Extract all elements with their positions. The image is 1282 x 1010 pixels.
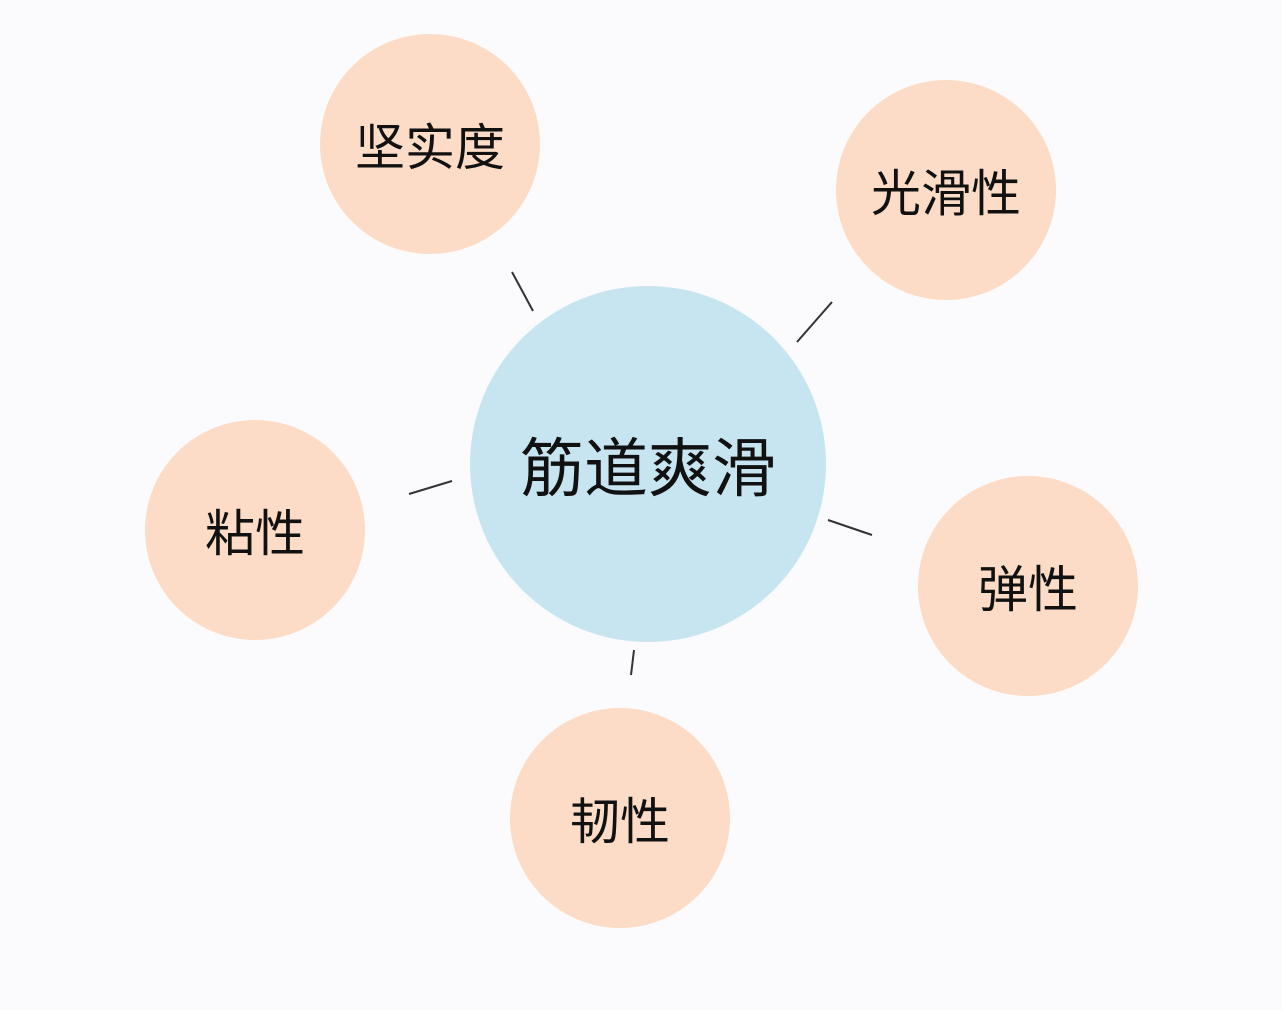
connector-line [408,480,453,495]
node-toughness: 韧性 [510,708,730,928]
node-elasticity: 弹性 [918,476,1138,696]
node-label: 坚实度 [355,119,505,177]
connector-line [511,271,534,312]
node-label: 韧性 [570,793,670,851]
connector-line [630,649,635,676]
connector-line [827,519,873,536]
connector-line [796,301,833,343]
center-node: 筋道爽滑 [470,286,826,642]
node-smoothness: 光滑性 [836,80,1056,300]
node-label: 光滑性 [871,165,1021,223]
node-firmness: 坚实度 [320,34,540,254]
center-node-label: 筋道爽滑 [520,433,776,507]
node-label: 粘性 [205,505,305,563]
node-stickiness: 粘性 [145,420,365,640]
node-label: 弹性 [978,561,1078,619]
